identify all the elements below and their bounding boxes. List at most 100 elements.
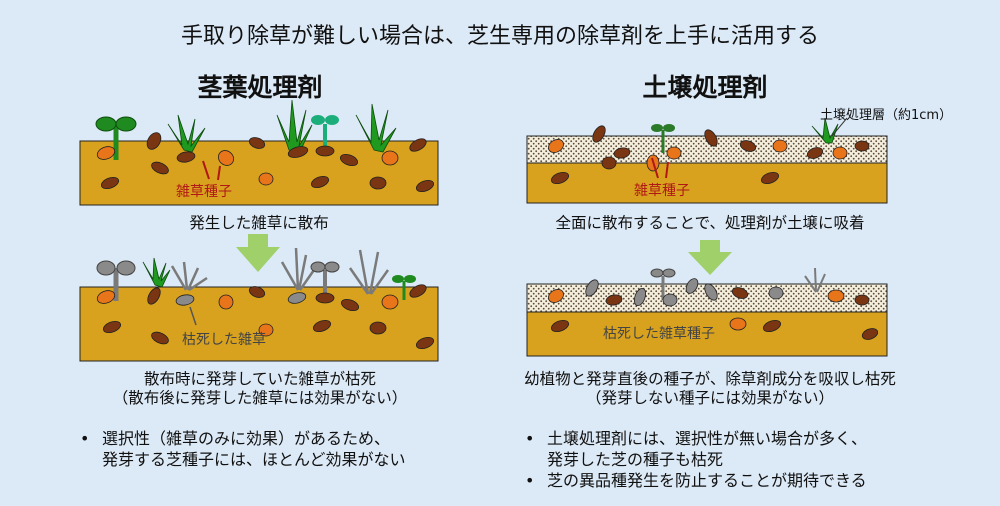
seed [218,294,234,310]
bullet-text: 芝の異品種発生を防止することが期待できる [547,471,867,490]
bullet-text-continued: 発芽する芝種子には、ほとんど効果がない [102,450,406,469]
seed [287,146,309,158]
right-seed-label: 雑草種子 [634,183,690,199]
seed [248,137,266,149]
seed [666,146,682,160]
seed [662,293,678,307]
seed [827,289,845,303]
seed [340,298,360,312]
left-step1-caption: 発生した雑草に散布 [189,214,329,232]
dead-grass-icon [804,267,826,293]
seed [287,292,307,304]
bullet-icon: • [80,429,90,448]
seed [760,171,780,185]
seed [100,176,120,190]
right-result-line2: （発芽しない種子には効果がない） [585,389,834,407]
left-seed-label: 雑草種子 [176,184,232,200]
grass-icon [276,99,313,153]
left-title: 茎葉処理剤 [197,73,323,102]
list-item: • 選択性（雑草のみに効果）があるため、 [80,428,500,449]
seed [685,278,699,294]
seed [147,287,161,305]
left-soil-top [79,140,439,206]
left-result-line1: 散布時に発芽していた雑草が枯死 [143,370,377,388]
seed [772,139,788,153]
seed [310,175,330,189]
sprout-icon [392,275,416,300]
seed [146,132,162,150]
down-arrow-icon [236,234,280,272]
seed [550,171,570,185]
layer-label: 土壌処理層（約1cm） [820,108,953,123]
down-arrow-icon [688,240,732,275]
seed [415,336,435,350]
seed [102,320,122,334]
seed-pointer-lines [651,157,669,179]
seed [258,323,274,337]
seed [592,125,606,143]
dead-pointer-line [189,306,197,326]
bullet-text-continued: 発芽した芝の種子も枯死 [547,450,724,469]
left-dead-label: 枯死した雑草 [182,332,266,348]
seed [613,147,631,159]
right-result-line1: 幼植物と発芽直後の種子が、除草剤成分を吸収し枯死 [524,370,896,388]
seed [729,317,747,331]
seed [861,328,879,340]
seed [339,153,359,167]
seed [585,279,599,297]
seed [176,151,196,163]
list-item: • 土壌処理剤には、選択性が無い場合が多く、 [525,428,965,449]
bullet-icon: • [525,471,535,490]
seed [548,139,564,153]
seed [151,331,169,345]
seed [704,129,718,147]
seed [175,294,195,306]
bullet-text: 土壌処理剤には、選択性が無い場合が多く、 [547,429,868,448]
seed [605,294,623,306]
dead-grass-icon [348,249,390,295]
seed [409,138,427,152]
sprout-icon [651,124,675,153]
left-result-line2: （散布後に発芽した雑草には効果がない） [112,389,408,407]
seed [381,294,399,310]
dead-grass-icon [280,247,316,291]
list-item: • 芝の異品種発生を防止することが期待できる [525,470,965,491]
seed [762,319,782,333]
grass-icon [811,117,839,144]
seed [806,147,824,159]
dead-sprout-icon [96,260,136,301]
seed [633,287,647,307]
seed [369,176,387,190]
seed [768,286,784,300]
right-soil-bottom [526,311,888,357]
seed [369,321,387,335]
right-title: 土壌処理剤 [642,73,768,102]
grass-icon [142,257,171,288]
seed [550,319,570,333]
seed [415,179,435,193]
seed [312,319,332,333]
grass-icon [355,103,397,153]
seed [96,290,116,304]
seed [854,294,870,306]
seed [832,146,848,160]
seed [217,150,235,166]
seed [854,140,870,152]
seed [381,150,399,166]
seed [731,287,749,299]
bullet-icon: • [525,429,535,448]
seed [248,286,266,298]
seed [315,145,335,157]
seed [601,156,617,170]
dead-sprout-icon [650,268,676,300]
seed-pointer-lines [202,160,221,181]
seed [258,172,274,186]
seed [315,292,335,304]
right-soil-top [526,162,888,204]
seed [151,161,169,175]
right-bullet-list: • 土壌処理剤には、選択性が無い場合が多く、 発芽した芝の種子も枯死 • 芝の異… [525,428,965,491]
seed [704,283,718,301]
left-bullet-list: • 選択性（雑草のみに効果）があるため、 発芽する芝種子には、ほとんど効果がない [80,428,500,470]
page-header: 手取り除草が難しい場合は、芝生専用の除草剤を上手に活用する [180,24,819,49]
